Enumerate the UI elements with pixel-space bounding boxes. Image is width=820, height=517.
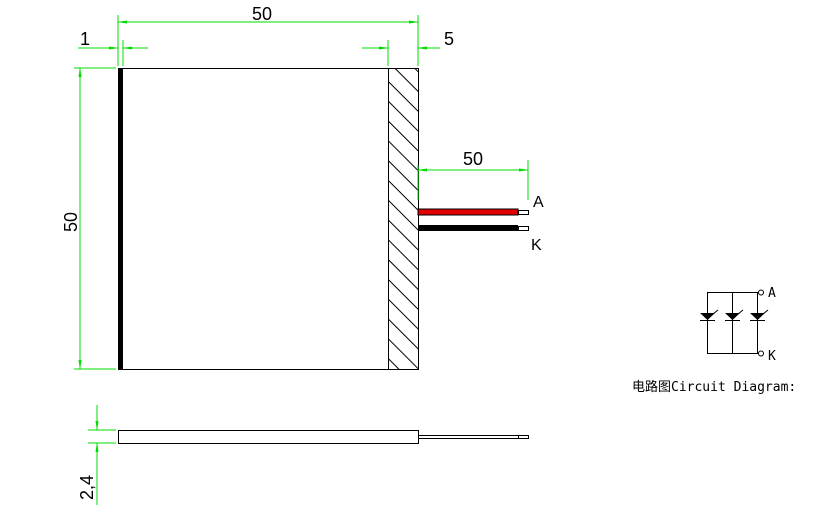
edge-left-label: 1 (80, 29, 90, 49)
panel-side-view (118, 430, 529, 444)
edge-right-label: 5 (444, 29, 454, 49)
edge-dimensions: 1 5 (78, 29, 454, 50)
height-dimension: 50 (61, 67, 116, 370)
wire-dimension: 50 (417, 149, 529, 200)
thickness-dimension: 2,4 (77, 405, 116, 505)
circuit-cathode-label: K (768, 349, 776, 364)
led-icon (700, 309, 719, 321)
anode-wire (417, 208, 529, 216)
circuit-diagram-label: 电路图Circuit Diagram: (632, 379, 796, 395)
led-icon (725, 309, 744, 321)
panel-front-view (118, 68, 419, 370)
thickness-label: 2,4 (77, 475, 97, 500)
width-dimension: 50 (117, 4, 419, 66)
height-label: 50 (61, 212, 81, 232)
wire-length-label: 50 (463, 149, 483, 169)
circuit-diagram: A K 电路图Circuit Diagram: (632, 286, 796, 395)
cathode-label: K (531, 237, 542, 254)
led-icon (750, 309, 769, 321)
width-label: 50 (252, 4, 272, 24)
anode-label: A (533, 194, 544, 211)
circuit-anode-label: A (768, 286, 776, 301)
cathode-wire (418, 225, 529, 231)
